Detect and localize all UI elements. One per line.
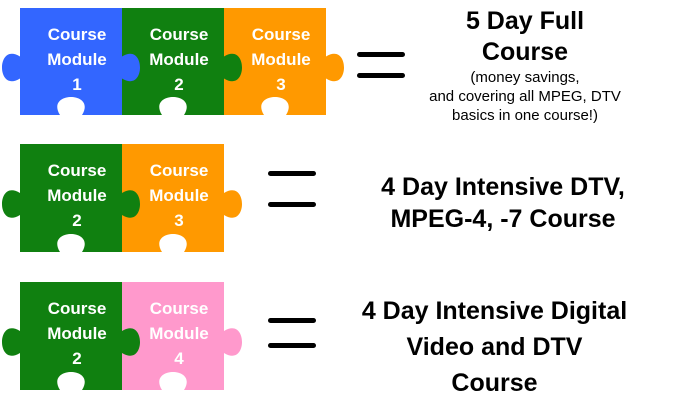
course-option-3-title-line-2: Video and DTV (406, 333, 583, 361)
course-option-1-note-line-3: basics in one course!) (452, 107, 598, 124)
row-2-module-2-module-word: Module (47, 186, 107, 205)
row-2-module-3-module-number: 3 (174, 211, 183, 230)
row-1-module-1-shape (2, 8, 140, 115)
equals-sign-1-bottom-bar (357, 73, 405, 78)
row-2-module-2-shape (2, 144, 140, 252)
row-1-module-2-course-word: Course (150, 25, 209, 44)
course-option-2: 4 Day Intensive DTV, MPEG-4, -7 Course (333, 171, 673, 235)
row-1-module-2-shape (122, 8, 242, 115)
row-1-module-3-module-number: 3 (276, 75, 285, 94)
row-2-module-3-module-word: Module (149, 186, 209, 205)
row-3-module-2-module-number: 2 (72, 349, 81, 368)
course-option-1-title-line-1: 5 Day Full (465, 7, 585, 35)
row-2-module-3-shape (122, 144, 242, 252)
row-1-module-2-module-word: Module (149, 50, 209, 69)
course-option-3: 4 Day Intensive Digital Video and DTV Co… (316, 293, 673, 401)
equals-sign-2-top-bar (268, 171, 316, 176)
course-option-3-title-line-3: Course (451, 369, 538, 397)
row-1-module-3-course-word: Course (252, 25, 311, 44)
row-1-module-3-shape (224, 8, 344, 115)
course-option-1-note-line-2: and covering all MPEG, DTV (429, 88, 621, 105)
row-2-module-3-course-word: Course (150, 161, 209, 180)
row-3-module-2-shape (2, 282, 140, 390)
equals-sign-2-bottom-bar (268, 202, 316, 207)
row-1-module-1-module-number: 1 (72, 75, 81, 94)
course-option-1: 5 Day Full Course (money savings, and co… (375, 6, 673, 125)
row-2-module-2-course-word: Course (48, 161, 107, 180)
row-1-module-2-module-number: 2 (174, 75, 183, 94)
row-3-module-2-module-word: Module (47, 324, 107, 343)
row-3-module-4-shape (122, 282, 242, 390)
row-3-module-4-course-word: Course (150, 299, 209, 318)
row-1-module-1-module-word: Module (47, 50, 107, 69)
equals-sign-3-bottom-bar (268, 343, 316, 348)
equals-sign-3-top-bar (268, 318, 316, 323)
row-3-module-4-module-word: Module (149, 324, 209, 343)
row-2-module-2-module-number: 2 (72, 211, 81, 230)
course-option-1-note-line-1: (money savings, (470, 69, 580, 86)
course-option-2-title-line-2: MPEG-4, -7 Course (390, 205, 616, 233)
course-option-1-title-line-2: Course (481, 38, 569, 66)
row-3-module-4-module-number: 4 (174, 349, 184, 368)
row-3-module-2-course-word: Course (48, 299, 107, 318)
course-option-2-title-line-1: 4 Day Intensive DTV, (381, 173, 625, 201)
row-1-module-3-module-word: Module (251, 50, 311, 69)
row-1-module-1-course-word: Course (48, 25, 107, 44)
course-option-3-title-line-1: 4 Day Intensive Digital (361, 297, 628, 325)
equals-sign-1-top-bar (357, 52, 405, 57)
